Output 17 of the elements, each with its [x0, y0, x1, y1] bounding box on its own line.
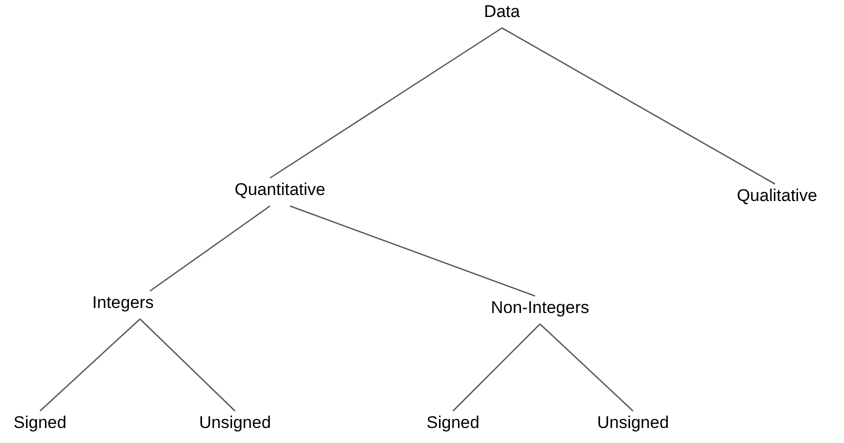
tree-branch-line	[452, 324, 540, 412]
category-label: Unsigned	[199, 413, 271, 433]
category-label: Integers	[92, 293, 154, 313]
tree-branch-line	[502, 27, 776, 185]
tree-branch-line	[40, 318, 140, 412]
category-label: Signed	[426, 413, 480, 433]
category-label: Quantitative	[234, 180, 326, 200]
tree-branch-line	[540, 324, 634, 412]
tree-branch-line	[270, 27, 502, 179]
tree-branch-line	[150, 205, 270, 292]
category-label: Signed	[14, 413, 66, 433]
tree-branch-line	[140, 318, 236, 412]
category-label: Qualitative	[736, 186, 818, 206]
tree-branch-line	[290, 205, 536, 297]
category-label: Data	[484, 2, 520, 22]
category-label: Unsigned	[597, 413, 669, 433]
category-label: Non-Integers	[490, 298, 590, 318]
